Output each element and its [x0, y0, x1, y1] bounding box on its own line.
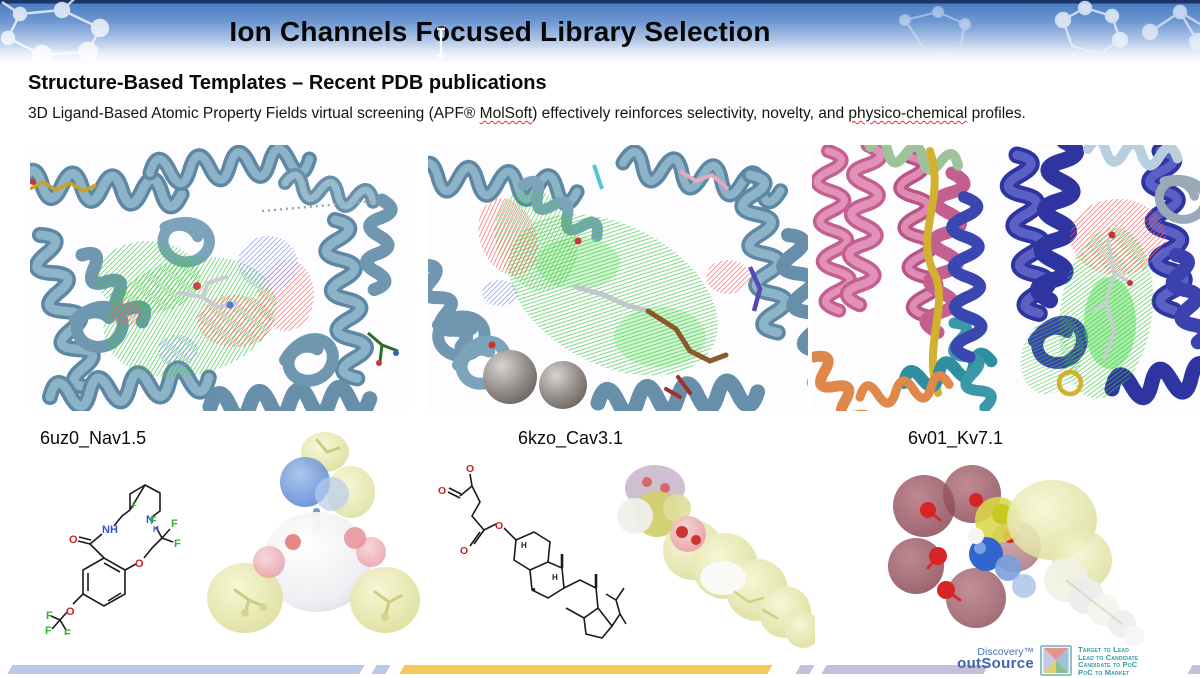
- svg-text:O: O: [460, 545, 468, 557]
- svg-text:O: O: [438, 485, 446, 497]
- header-banner: Ion Channels Focused Library Selection: [0, 0, 1200, 63]
- svg-text:O: O: [466, 463, 474, 475]
- pipeline-tagline: Target to Lead Lead to Candidate Candida…: [1078, 646, 1138, 676]
- svg-text:O: O: [66, 606, 75, 618]
- pdb-label-cav3-1: 6kzo_Cav3.1: [518, 428, 624, 448]
- footer-stripe-blue: [7, 665, 365, 674]
- apf-surface-cav3-1: [617, 465, 815, 648]
- apf-surface-nav1-5: [207, 432, 420, 633]
- section-description: 3D Ligand-Based Atomic Property Fields v…: [28, 105, 1026, 123]
- svg-text:O: O: [69, 534, 78, 546]
- footer-stripe-yellow: [399, 665, 773, 674]
- svg-text:H: H: [153, 525, 159, 534]
- svg-text:O: O: [135, 558, 144, 570]
- description-text: 3D Ligand-Based Atomic Property Fields v…: [28, 105, 480, 122]
- footer-stripe-blue-chip: [371, 665, 391, 674]
- brand-outsource: outSource: [957, 655, 1034, 672]
- tagline-line: PoC to Market: [1078, 667, 1130, 677]
- section-heading: Structure-Based Templates – Recent PDB p…: [28, 72, 547, 94]
- description-text: profiles.: [967, 105, 1026, 122]
- tagline-line: Candidate to PoC: [1078, 660, 1138, 670]
- svg-text:O: O: [495, 520, 503, 532]
- svg-text:F: F: [132, 501, 137, 510]
- apf-surface-kv7-1: [888, 465, 1144, 646]
- svg-text:N: N: [146, 514, 154, 526]
- svg-text:F: F: [45, 625, 52, 635]
- svg-text:F: F: [171, 518, 178, 530]
- molecule-decoration-icon: [0, 0, 1200, 63]
- text-cursor-icon: [437, 27, 445, 58]
- pdb-label-kv7-1: 6v01_Kv7.1: [908, 428, 1004, 448]
- pdb-label-nav1-5: 6uz0_Nav1.5: [40, 428, 147, 448]
- svg-text:F: F: [46, 610, 53, 622]
- protein-structure-image-nav1-5: [30, 145, 410, 411]
- svg-text:NH: NH: [102, 524, 118, 536]
- ligand-2d-structure-nav1-5: O NH N H O O F F F F F F F: [45, 483, 181, 635]
- description-text: ) effectively reinforces selectivity, no…: [532, 105, 849, 122]
- svg-text:H: H: [552, 573, 558, 582]
- protein-structure-image-kv7-1: [812, 145, 1200, 411]
- footer-stripe-lavender-end: [1187, 665, 1200, 674]
- svg-text:F: F: [64, 628, 71, 635]
- protein-structure-image-cav3-1: [428, 145, 808, 411]
- ligand-2d-structure-cav3-1: O O O O H H: [438, 463, 627, 639]
- footer-stripe-lavender-chip: [795, 665, 815, 674]
- svg-text:H: H: [521, 541, 527, 550]
- spellcheck-word-physico: physico-chemical: [848, 105, 968, 122]
- company-logo-text: Discovery™ outSource: [930, 646, 1034, 672]
- svg-text:F: F: [174, 538, 181, 550]
- brand-discovery: Discovery™: [977, 646, 1034, 658]
- svg-text:F: F: [150, 515, 157, 527]
- tagline-line: Lead to Candidate: [1078, 652, 1139, 662]
- page-title[interactable]: Ion Channels Focused Library Selection: [229, 16, 771, 47]
- tagline-line: Target to Lead: [1078, 645, 1130, 654]
- spellcheck-word-molsoft: MolSoft: [479, 105, 533, 122]
- pipeline-logo-icon: [1040, 645, 1072, 676]
